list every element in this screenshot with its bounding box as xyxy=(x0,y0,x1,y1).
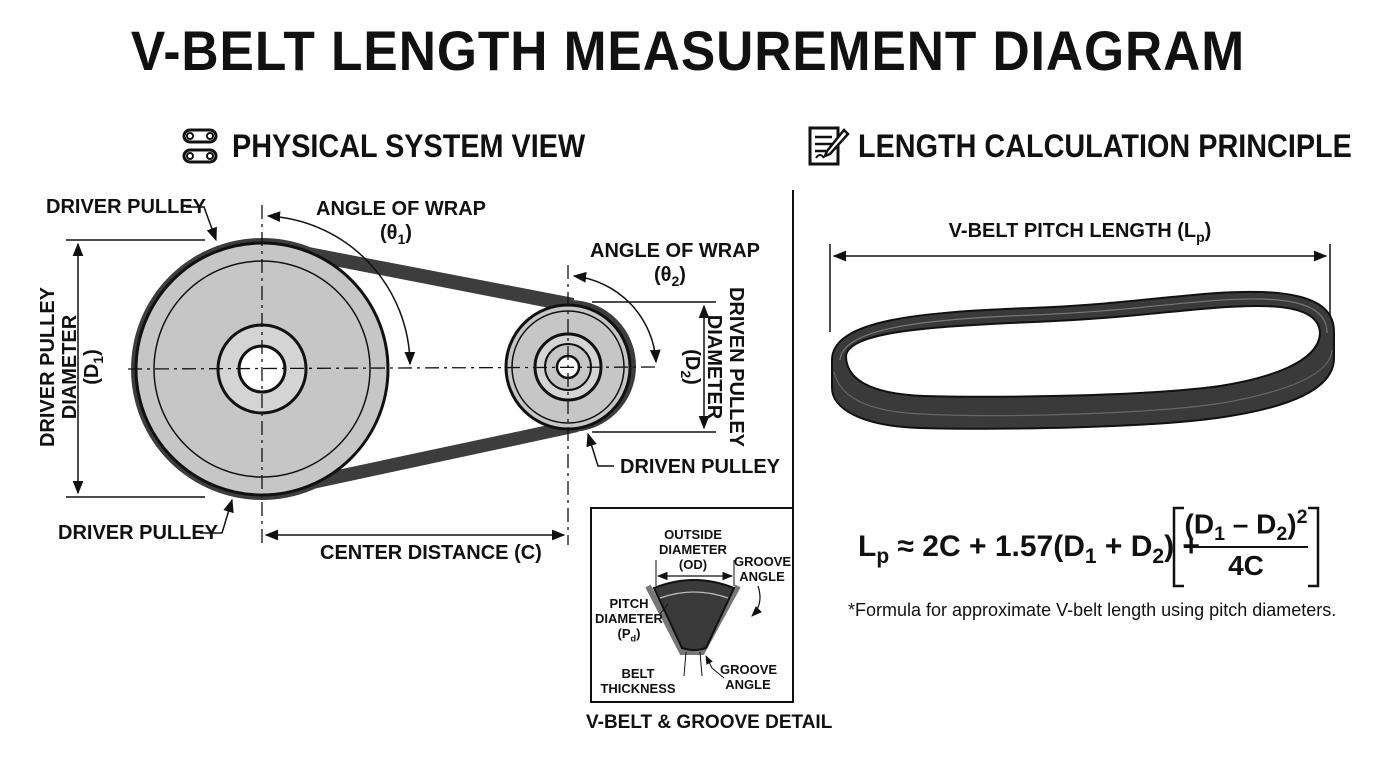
groove-angle-top-label: GROOVE ANGLE xyxy=(734,554,792,584)
theta-1-label: (θ1) xyxy=(380,222,412,247)
belt-loop-drawing xyxy=(831,290,1335,430)
document-pencil-icon xyxy=(806,124,850,168)
driven-diameter-label: DRIVEN PULLEY DIAMETER (D2) xyxy=(678,286,747,448)
pitch-diameter-label: PITCH DIAMETER (Pd) xyxy=(595,596,663,644)
formula-denominator: 4C xyxy=(1228,550,1264,581)
formula-brackets xyxy=(1172,506,1320,588)
belt-thickness-label: BELT THICKNESS xyxy=(600,666,676,696)
angle-wrap-2-label: ANGLE OF WRAP xyxy=(590,240,760,262)
groove-angle-bottom-label: GROOVE ANGLE xyxy=(720,662,778,692)
driver-pulley-label-top: DRIVER PULLEY xyxy=(46,196,207,218)
driver-pulley-label-bottom: DRIVER PULLEY xyxy=(58,522,219,544)
driven-pulley-label: DRIVEN PULLEY xyxy=(620,456,781,478)
physical-system-heading: PHYSICAL SYSTEM VIEW xyxy=(232,128,586,164)
formula-numerator: (D1 – D2)2 xyxy=(1184,506,1308,545)
driver-diameter-label: DRIVER PULLEY DIAMETER (D1) xyxy=(37,286,106,448)
pitch-length-label: V-BELT PITCH LENGTH (Lp) xyxy=(948,220,1212,245)
section-divider xyxy=(792,190,794,508)
length-calculation-heading: LENGTH CALCULATION PRINCIPLE xyxy=(858,128,1352,164)
theta-2-label: (θ2) xyxy=(654,264,686,289)
outside-diameter-label: OUTSIDE DIAMETER (OD) xyxy=(659,527,727,572)
page-title: V-BELT LENGTH MEASUREMENT DIAGRAM xyxy=(130,19,1246,82)
chain-links-icon xyxy=(180,126,222,168)
center-distance-label: CENTER DISTANCE (C) xyxy=(320,542,542,564)
groove-detail-caption: V-BELT & GROOVE DETAIL xyxy=(586,712,833,733)
formula-main: Lp ≈ 2C + 1.57(D1 + D2) + xyxy=(858,530,1200,568)
groove-detail-drawing xyxy=(645,560,762,679)
formula-note: *Formula for approximate V-belt length u… xyxy=(848,600,1337,620)
angle-wrap-1-label: ANGLE OF WRAP xyxy=(316,198,486,220)
